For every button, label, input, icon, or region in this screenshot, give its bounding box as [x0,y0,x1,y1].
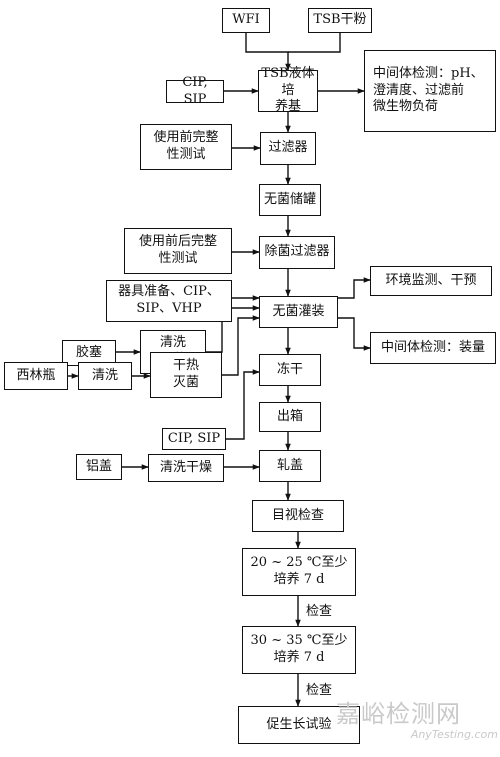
node-filter: 过滤器 [260,132,316,165]
edge-cip2-to-freezedry [226,369,260,440]
node-incubate-30-35: 30 ~ 35 ℃至少 培养 7 d [242,626,356,674]
node-pre-post-integrity: 使用前后完整 性测试 [124,228,232,274]
node-vial: 西林瓶 [4,362,68,390]
node-env-monitoring: 环境监测、干预 [370,266,492,296]
node-wash-dry: 清洗干燥 [148,454,224,482]
watermark-main: 嘉峪检测网 [336,700,461,728]
node-wfi: WFI [222,8,270,33]
edge-dryheat-to-filling [222,315,260,376]
node-aseptic-filling: 无菌灌装 [259,296,338,328]
node-cip-sip-2: CIP, SIP [162,428,226,450]
edge-tsb-to-medium [288,33,341,53]
node-incubate-20-25: 20 ~ 25 ℃至少 培养 7 d [242,548,356,596]
node-unload: 出箱 [259,402,321,432]
node-tsb-medium: TSB液体培 养基 [258,66,318,114]
node-freeze-dry: 冻干 [259,354,321,386]
edge-label-check-1: 检查 [306,604,333,619]
node-sterile-tank: 无菌储罐 [259,184,321,216]
node-vial-wash: 清洗 [78,362,132,390]
node-sterilizing-filter: 除菌过滤器 [259,236,335,269]
node-tsb-powder: TSB干粉 [308,8,372,33]
node-aluminum-cap: 铝盖 [76,454,122,480]
node-stopper: 胶塞 [62,340,116,366]
node-dry-heat-sterilize: 干热 灭菌 [150,352,222,398]
node-visual-inspection: 目视检查 [252,500,344,532]
node-capping: 轧盖 [259,450,321,482]
edge-label-check-2: 检查 [306,683,333,698]
edge-filling-to-midtest2 [338,317,371,351]
node-pre-use-integrity: 使用前完整 性测试 [140,124,232,170]
edge-wfi-to-medium [245,33,291,71]
watermark-sub: AnyTesting.com [410,728,498,741]
node-equipment-prep: 器具准备、CIP、 SIP、VHP [106,280,232,322]
node-intermediate-test-2: 中间体检测：装量 [370,332,496,364]
node-cip-sip-1: CIP, SIP [166,75,224,107]
node-intermediate-test-1: 中间体检测：pH、 澄清度、过滤前 微生物负荷 [364,50,496,132]
edge-filling-to-envmonitor [338,277,371,299]
node-growth-promotion: 促生长试验 [238,706,360,744]
watermark: 嘉峪检测网 AnyTesting.com [336,700,498,741]
